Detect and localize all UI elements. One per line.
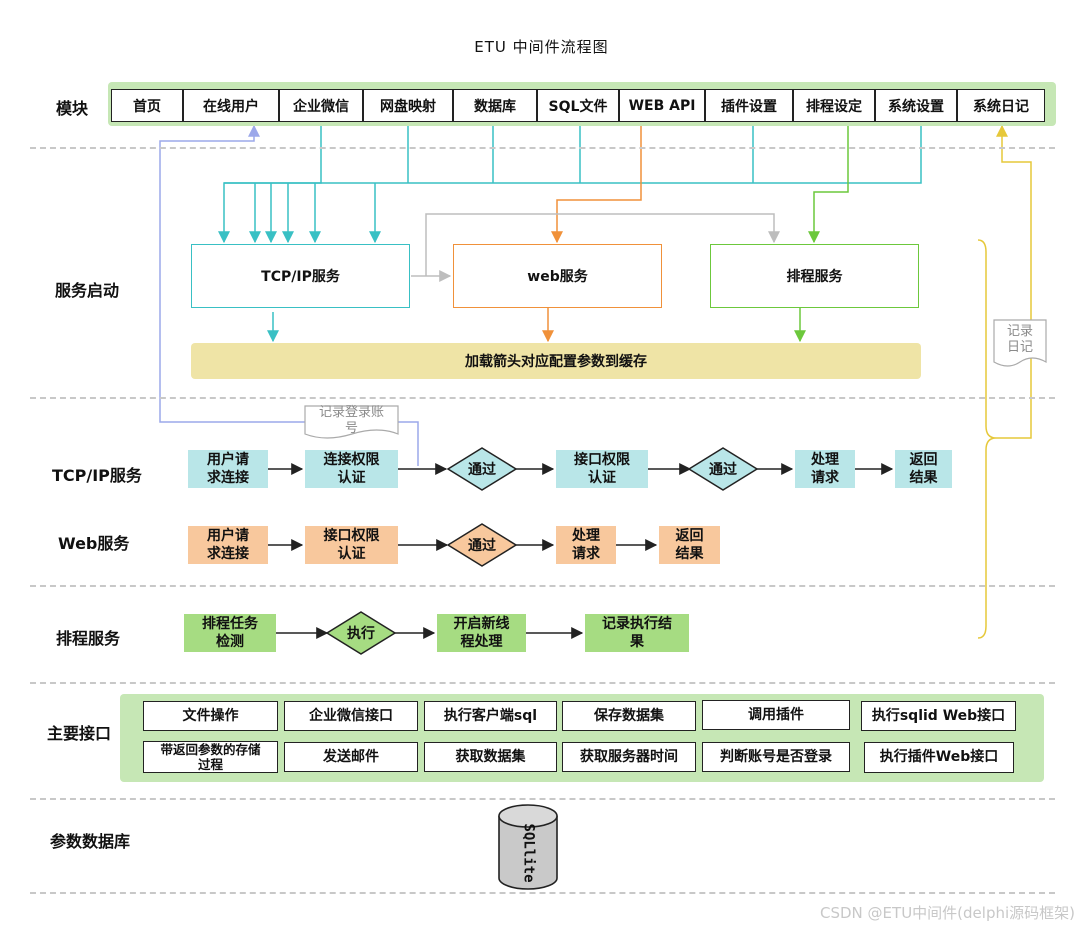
decision-diamond-web [446,523,518,567]
iface-save-dataset: 保存数据集 [562,701,696,731]
iface-server-time: 获取服务器时间 [562,742,696,772]
web-step-request: 用户请 求连接 [188,526,268,564]
iface-client-sql: 执行客户端sql [424,701,557,731]
database-label: SQLlite [520,823,537,883]
web-step-api-auth: 接口权限 认证 [305,526,398,564]
iface-file-ops: 文件操作 [143,701,278,731]
database-cylinder-shape [498,804,558,890]
module-plugin-settings[interactable]: 插件设置 [705,89,793,122]
sched-step-detect: 排程任务 检测 [184,614,276,652]
lane-separator [30,397,1055,399]
iface-send-mail: 发送邮件 [284,742,418,772]
sched-step-log: 记录执行结 果 [585,614,689,652]
module-web-api[interactable]: WEB API [619,89,705,122]
web-decision-pass: 通过 [468,538,496,554]
module-disk-mapping[interactable]: 网盘映射 [363,89,453,122]
module-schedule-settings[interactable]: 排程设定 [793,89,875,122]
cache-load-bar: 加载箭头对应配置参数到缓存 [191,343,921,379]
log-login-label: 记录登录账 号 [318,405,384,436]
lane-label-tcp: TCP/IP服务 [52,466,142,485]
module-system-log[interactable]: 系统日记 [957,89,1045,122]
module-wecom[interactable]: 企业微信 [279,89,363,122]
sched-decision-exec: 执行 [347,626,375,642]
iface-sqlid-web: 执行sqlid Web接口 [861,701,1016,731]
service-tcp-box: TCP/IP服务 [191,244,410,308]
lane-label-db: 参数数据库 [50,832,131,851]
lane-label-iface: 主要接口 [47,724,112,743]
module-online-users[interactable]: 在线用户 [183,89,279,122]
lane-separator [30,798,1055,800]
iface-call-plugin: 调用插件 [702,700,850,730]
service-web-box: web服务 [453,244,662,308]
module-sql-files[interactable]: SQL文件 [537,89,619,122]
tcp-decision-pass-2: 通过 [709,462,737,478]
lane-label-sched: 排程服务 [56,629,121,648]
tcp-step-request: 用户请 求连接 [188,450,268,488]
lane-label-modules: 模块 [56,99,89,118]
web-step-result: 返回 结果 [659,526,720,564]
lane-separator [30,585,1055,587]
lane-label-startup: 服务启动 [55,281,120,300]
web-step-process: 处理 请求 [556,526,616,564]
tcp-step-process: 处理 请求 [795,450,855,488]
tcp-step-api-auth: 接口权限 认证 [556,450,648,488]
database-cylinder: SQLlite [499,823,557,882]
service-sched-box: 排程服务 [710,244,919,308]
sched-step-thread: 开启新线 程处理 [437,614,526,652]
iface-get-dataset: 获取数据集 [424,742,557,772]
lane-separator [30,147,1055,149]
decision-diamond-tcp-1 [446,447,518,491]
tcp-step-conn-auth: 连接权限 认证 [305,450,398,488]
tcp-decision-pass-1: 通过 [468,462,496,478]
tcp-step-result: 返回 结果 [895,450,952,488]
lane-separator [30,682,1055,684]
lane-separator [30,892,1055,894]
lane-label-web: Web服务 [58,534,130,553]
diagram-title: ETU 中间件流程图 [474,38,609,56]
iface-stored-proc: 带返回参数的存储 过程 [143,741,278,773]
iface-check-login: 判断账号是否登录 [702,742,850,772]
decision-diamond-tcp-2 [687,447,759,491]
watermark: CSDN @ETU中间件(delphi源码框架) [820,904,1075,922]
module-system-settings[interactable]: 系统设置 [875,89,957,122]
log-diary-label: 记录 日记 [1006,324,1033,355]
log-login-doc-shape [304,405,399,439]
decision-diamond-sched [325,611,397,655]
iface-plugin-web: 执行插件Web接口 [864,742,1014,773]
log-diary-doc-shape [993,319,1047,367]
iface-wecom: 企业微信接口 [284,701,418,731]
module-home[interactable]: 首页 [111,89,183,122]
module-database[interactable]: 数据库 [453,89,537,122]
